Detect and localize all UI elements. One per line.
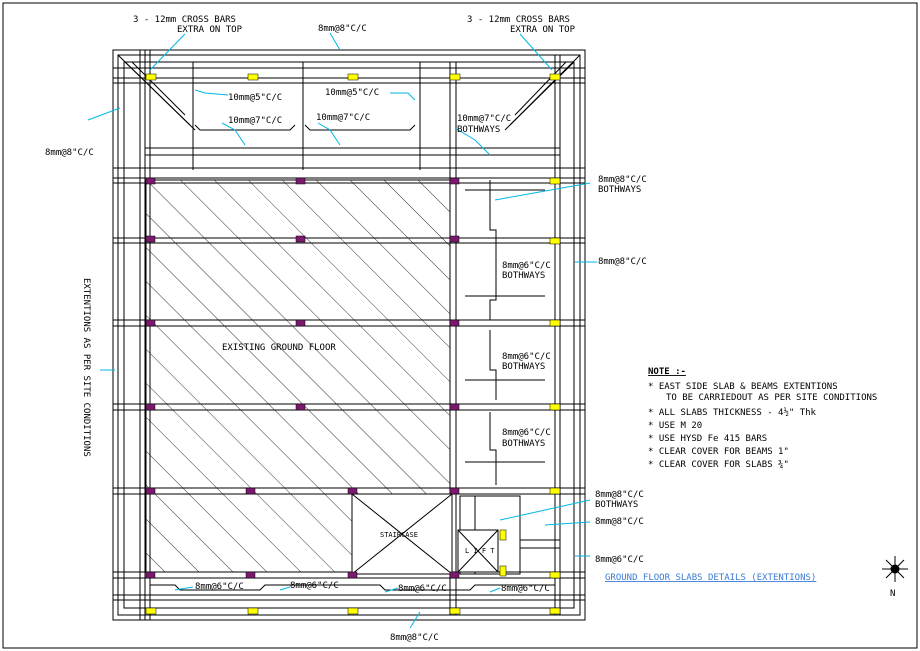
note-block: NOTE :- * EAST SIDE SLAB & BEAMS EXTENTI… bbox=[648, 367, 877, 470]
column-existing bbox=[449, 235, 460, 243]
column bbox=[499, 529, 507, 541]
column bbox=[145, 73, 157, 81]
note-item: TO BE CARRIEDOUT AS PER SITE CONDITIONS bbox=[666, 393, 877, 403]
column bbox=[347, 607, 359, 615]
panel1-rebar-label: 10mm@5"C/C bbox=[228, 93, 282, 103]
column-existing bbox=[347, 487, 358, 495]
cross-bars-right-label: 3 - 12mm CROSS BARS bbox=[467, 15, 570, 25]
lift-label: L I F T bbox=[465, 547, 495, 555]
ext1-bothways-label: BOTHWAYS bbox=[502, 271, 545, 281]
extra-on-top-left-label: EXTRA ON TOP bbox=[177, 25, 243, 35]
column-existing bbox=[145, 487, 156, 495]
column-existing bbox=[295, 319, 306, 327]
ext2-bothways-label: BOTHWAYS bbox=[502, 362, 545, 372]
column-existing bbox=[295, 235, 306, 243]
staircase-label: STAIRCASE bbox=[380, 531, 418, 539]
column-existing bbox=[295, 403, 306, 411]
drawing-title: GROUND FLOOR SLABS DETAILS (EXTENTIONS) bbox=[605, 573, 816, 583]
column bbox=[549, 237, 561, 245]
north-label: N bbox=[890, 589, 895, 599]
column-existing bbox=[449, 177, 460, 185]
column bbox=[347, 73, 359, 81]
note-item: * EAST SIDE SLAB & BEAMS EXTENTIONS bbox=[648, 382, 838, 392]
column-existing bbox=[145, 319, 156, 327]
note-item: * ALL SLABS THICKNESS - 4½" Thk bbox=[648, 407, 817, 418]
ext2-rebar-label: 8mm@6"C/C bbox=[502, 352, 551, 362]
annotations: 3 - 12mm CROSS BARS EXTRA ON TOP 3 - 12m… bbox=[45, 15, 647, 643]
note-item: * USE HYSD Fe 415 BARS bbox=[648, 434, 767, 444]
ext3-bothways-label: BOTHWAYS bbox=[502, 439, 545, 449]
leader-lines bbox=[87, 32, 597, 629]
right-rebar3-label: 8mm@8"C/C bbox=[595, 490, 644, 500]
column-existing bbox=[145, 235, 156, 243]
column-existing bbox=[295, 177, 306, 185]
column-existing bbox=[145, 177, 156, 185]
column-existing bbox=[145, 403, 156, 411]
column-existing bbox=[449, 487, 460, 495]
right-rebar4-label: 8mm@8"C/C bbox=[595, 517, 644, 527]
column-existing bbox=[449, 571, 460, 579]
cross-bars-left-label: 3 - 12mm CROSS BARS bbox=[133, 15, 236, 25]
right-rebar2-label: 8mm@8"C/C bbox=[598, 257, 647, 267]
extra-on-top-right-label: EXTRA ON TOP bbox=[510, 25, 576, 35]
column bbox=[247, 73, 259, 81]
column bbox=[449, 607, 461, 615]
bottom-rebar1-label: 8mm@6"C/C bbox=[195, 582, 244, 592]
column-existing bbox=[449, 319, 460, 327]
right-bothways1-label: BOTHWAYS bbox=[598, 185, 641, 195]
panel3-bothways-label: BOTHWAYS bbox=[457, 125, 500, 135]
existing-floor-label: EXISTING GROUND FLOOR bbox=[222, 343, 336, 353]
column-existing bbox=[347, 571, 358, 579]
ext1-rebar-label: 8mm@6"C/C bbox=[502, 261, 551, 271]
column bbox=[549, 73, 561, 81]
column-existing bbox=[449, 403, 460, 411]
panel3-rebar-label: 10mm@7"C/C bbox=[457, 114, 511, 124]
staircase-box bbox=[351, 493, 453, 575]
north-arrow-icon bbox=[882, 556, 908, 582]
bottom-rebar4-label: 8mm@6"C/C bbox=[501, 584, 550, 594]
panel2-rebar2-label: 10mm@7"C/C bbox=[316, 113, 370, 123]
panel1-rebar2-label: 10mm@7"C/C bbox=[228, 116, 282, 126]
column bbox=[549, 403, 561, 411]
columns bbox=[145, 73, 561, 615]
column bbox=[549, 487, 561, 495]
left-rebar-label: 8mm@8"C/C bbox=[45, 148, 94, 158]
column bbox=[549, 177, 561, 185]
column bbox=[549, 607, 561, 615]
note-item: * CLEAR COVER FOR BEAMS 1" bbox=[648, 447, 789, 457]
right-rebar5-label: 8mm@6"C/C bbox=[595, 555, 644, 565]
right-rebar1-label: 8mm@8"C/C bbox=[598, 175, 647, 185]
panel2-rebar-label: 10mm@5"C/C bbox=[325, 88, 379, 98]
column-existing bbox=[145, 571, 156, 579]
ext3-rebar-label: 8mm@6"C/C bbox=[502, 428, 551, 438]
column bbox=[247, 607, 259, 615]
note-item: * CLEAR COVER FOR SLABS ¾" bbox=[648, 460, 789, 470]
bottom-main-rebar-label: 8mm@8"C/C bbox=[390, 633, 439, 643]
extentions-note: EXTENTIONS AS PER SITE CONDITIONS bbox=[81, 278, 91, 457]
column-existing bbox=[245, 571, 256, 579]
column bbox=[549, 571, 561, 579]
column bbox=[549, 319, 561, 327]
lift-box bbox=[457, 529, 499, 573]
column-existing bbox=[245, 487, 256, 495]
column bbox=[145, 607, 157, 615]
note-item: * USE M 20 bbox=[648, 421, 702, 431]
note-heading: NOTE :- bbox=[648, 367, 686, 377]
top-rebar-label: 8mm@8"C/C bbox=[318, 24, 367, 34]
column bbox=[449, 73, 461, 81]
column bbox=[499, 565, 507, 577]
right-bothways3-label: BOTHWAYS bbox=[595, 500, 638, 510]
bottom-rebar3-label: 8mm@6"C/C bbox=[398, 584, 447, 594]
bottom-rebar2-label: 8mm@6"C/C bbox=[290, 581, 339, 591]
